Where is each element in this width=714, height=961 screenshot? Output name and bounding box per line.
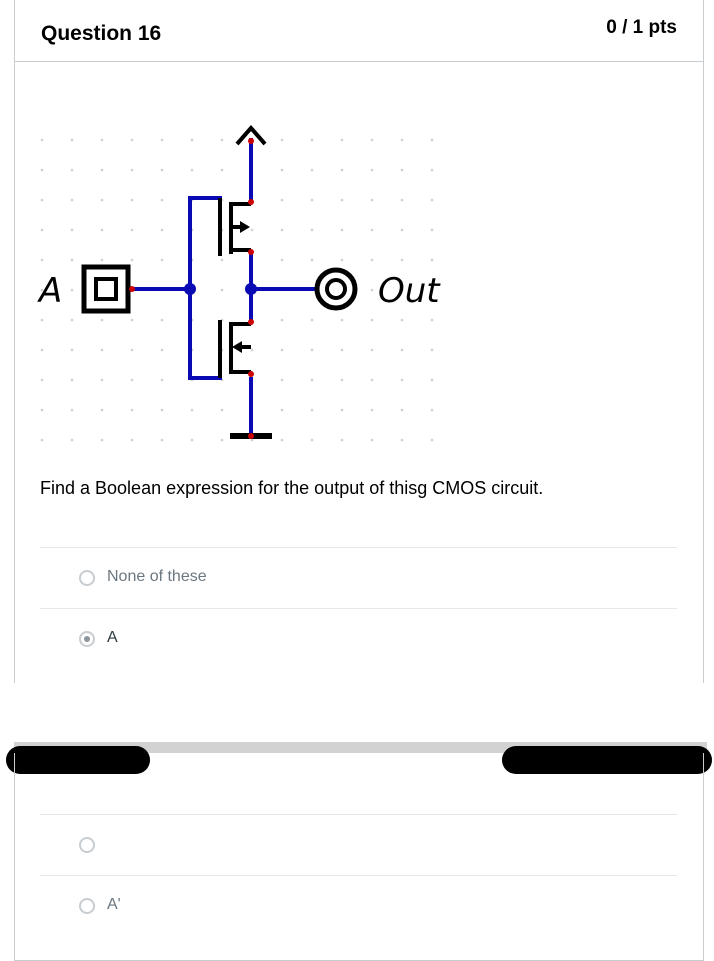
power-arrow-icon bbox=[235, 124, 267, 146]
radio-button[interactable] bbox=[79, 570, 95, 586]
answer-option-blank[interactable] bbox=[40, 814, 677, 874]
answer-label: A' bbox=[107, 896, 121, 913]
radio-button[interactable] bbox=[79, 837, 95, 853]
answer-option-a-prime[interactable]: A' bbox=[40, 875, 677, 935]
radio-button-selected[interactable] bbox=[79, 631, 95, 647]
question-title: Question 16 bbox=[41, 22, 162, 45]
answer-option-a[interactable]: A bbox=[40, 608, 677, 668]
redaction-left bbox=[6, 746, 150, 774]
answer-option-none[interactable]: None of these bbox=[40, 547, 677, 607]
question-text: Find a Boolean expression for the output… bbox=[40, 478, 544, 498]
output-label: Out bbox=[378, 271, 441, 311]
radio-button[interactable] bbox=[79, 898, 95, 914]
output-pin bbox=[314, 267, 358, 311]
question-header: Question 16 0 / 1 pts bbox=[15, 0, 703, 62]
cmos-circuit-diagram: A Out bbox=[37, 124, 441, 442]
question-points: 0 / 1 pts bbox=[606, 17, 677, 38]
nmos-transistor bbox=[218, 320, 251, 378]
input-label: A bbox=[37, 271, 62, 311]
answer-label: None of these bbox=[107, 568, 207, 585]
page-divider bbox=[14, 742, 707, 753]
input-a-pin bbox=[81, 264, 131, 314]
question-card: Question 16 0 / 1 pts bbox=[14, 0, 704, 683]
answer-label: A bbox=[107, 629, 118, 646]
redaction-right bbox=[502, 746, 712, 774]
